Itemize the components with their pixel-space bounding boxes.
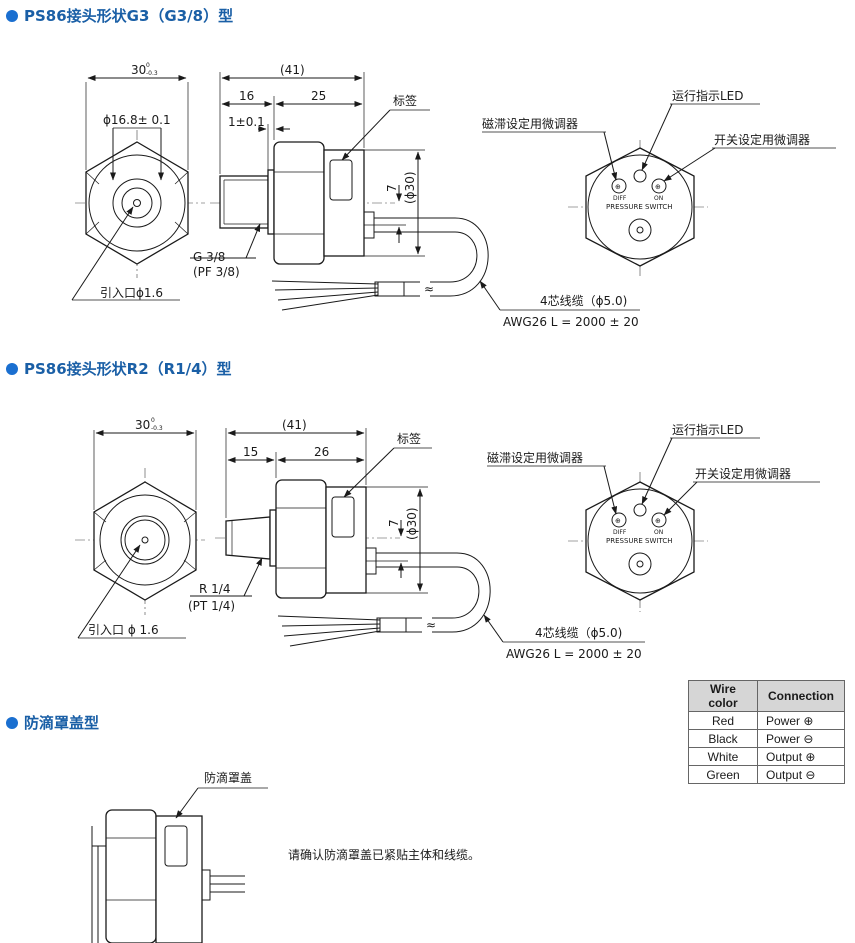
bullet-icon <box>6 363 18 375</box>
phi30-label: (ϕ30) <box>405 507 419 540</box>
wire-color-cell: Black <box>688 729 758 748</box>
g3-face-view: ⊕ ⊕ DIFF ON PRESSURE SWITCH 磁滞设定用微调器 运行指… <box>482 88 836 276</box>
bullet-icon <box>6 10 18 22</box>
g3-side-view: ≈ (41) 16 25 1±0.1 (ϕ30) 7 标签 <box>190 63 640 329</box>
dim-a-label: 16 <box>239 89 254 103</box>
phi30-label: (ϕ30) <box>403 171 417 204</box>
width-dim-label: 30 <box>131 63 146 77</box>
switch-trimmer-label: 开关设定用微调器 <box>695 466 791 481</box>
width-dim-label: 30 <box>135 418 150 432</box>
tol-upper: 0 <box>151 417 155 424</box>
wire-color-table: Wire color Connection Red Power ⊕ Black … <box>688 680 845 784</box>
wire-color-cell: Red <box>688 711 758 730</box>
section-title-r2: PS86接头形状R2（R1/4）型 <box>6 358 232 379</box>
dim-c-label: 1±0.1 <box>228 115 265 129</box>
connection-cell: Output ⊖ <box>757 765 845 784</box>
cable-length-label: AWG26 L = 2000 ± 20 <box>506 647 642 661</box>
brand-text: PRESSURE SWITCH <box>606 537 672 545</box>
svg-text:⊕: ⊕ <box>655 183 661 191</box>
hysteresis-trimmer-label: 磁滞设定用微调器 <box>482 116 578 131</box>
label-callout: 标签 <box>397 431 421 446</box>
overall-length-label: (41) <box>282 418 307 432</box>
label-callout: 标签 <box>393 93 417 108</box>
dim-7-label: 7 <box>387 519 401 527</box>
section-title-text: PS86接头形状R2（R1/4）型 <box>24 360 232 378</box>
connection-cell: Power ⊖ <box>757 729 845 748</box>
diff-text: DIFF <box>613 529 627 536</box>
port-label: 引入口 ϕ 1.6 <box>88 623 159 637</box>
r2-face-view: ⊕ ⊕ DIFF ON PRESSURE SWITCH 磁滞设定用微调器 运行指… <box>487 422 820 612</box>
tol-lower: -0.3 <box>151 425 163 432</box>
port-label: 引入口ϕ1.6 <box>100 286 163 300</box>
diff-text: DIFF <box>613 195 627 202</box>
section-title-text: 防滴罩盖型 <box>24 714 100 732</box>
tol-upper: 0 <box>146 62 150 69</box>
svg-text:⊕: ⊕ <box>615 183 621 191</box>
wire-color-cell: Green <box>688 765 758 784</box>
section-title-drip: 防滴罩盖型 <box>6 712 99 733</box>
table-row: Black Power ⊖ <box>688 729 845 748</box>
table-row: Green Output ⊖ <box>688 765 845 784</box>
table-header-row: Wire color Connection <box>688 680 845 712</box>
drip-cover-note: 请确认防滴罩盖已紧贴主体和线缆。 <box>288 848 481 862</box>
dim-b-label: 25 <box>311 89 326 103</box>
r2-side-view: ≈ (41) 15 26 (ϕ30) 7 标签 R 1/4 (PT 1/4) 4… <box>188 418 645 661</box>
hex-diameter-label: ϕ16.8± 0.1 <box>103 113 171 127</box>
overall-length-label: (41) <box>280 63 305 77</box>
connection-cell: Power ⊕ <box>757 711 845 730</box>
drip-cover-view: 防滴罩盖 <box>91 770 268 943</box>
table-row: White Output ⊕ <box>688 747 845 766</box>
dim-7-label: 7 <box>385 184 399 192</box>
svg-text:⊕: ⊕ <box>655 517 661 525</box>
brand-text: PRESSURE SWITCH <box>606 203 672 211</box>
section-title-text: PS86接头形状G3（G3/8）型 <box>24 7 234 25</box>
cable-length-label: AWG26 L = 2000 ± 20 <box>503 315 639 329</box>
cable-label: 4芯线缆（ϕ5.0) <box>535 626 622 640</box>
led-label: 运行指示LED <box>672 88 744 103</box>
tol-lower: -0.3 <box>146 70 158 77</box>
thread-alt-label: (PT 1/4) <box>188 599 235 613</box>
r2-front-view: 30 0 -0.3 引入口 ϕ 1.6 <box>75 417 205 639</box>
cable-label: 4芯线缆（ϕ5.0) <box>540 294 627 308</box>
svg-text:≈: ≈ <box>426 618 436 632</box>
on-text: ON <box>654 529 663 536</box>
column-header: Wire color <box>688 680 758 712</box>
thread-label: R 1/4 <box>199 582 230 596</box>
led-label: 运行指示LED <box>672 422 744 437</box>
svg-text:⊕: ⊕ <box>615 517 621 525</box>
column-header: Connection <box>757 680 845 712</box>
g3-front-view: 30 0 -0.3 ϕ16.8± 0.1 引入口ϕ1.6 <box>71 62 205 301</box>
drip-cover-label: 防滴罩盖 <box>204 770 252 785</box>
wire-color-cell: White <box>688 747 758 766</box>
dim-b-label: 26 <box>314 445 329 459</box>
dim-a-label: 15 <box>243 445 258 459</box>
hysteresis-trimmer-label: 磁滞设定用微调器 <box>487 450 583 465</box>
table-row: Red Power ⊕ <box>688 711 845 730</box>
connection-cell: Output ⊕ <box>757 747 845 766</box>
thread-alt-label: (PF 3/8) <box>193 265 240 279</box>
on-text: ON <box>654 195 663 202</box>
section-title-g3: PS86接头形状G3（G3/8）型 <box>6 5 233 26</box>
bullet-icon <box>6 717 18 729</box>
thread-label: G 3/8 <box>193 250 225 264</box>
switch-trimmer-label: 开关设定用微调器 <box>714 132 810 147</box>
svg-text:≈: ≈ <box>424 282 434 296</box>
